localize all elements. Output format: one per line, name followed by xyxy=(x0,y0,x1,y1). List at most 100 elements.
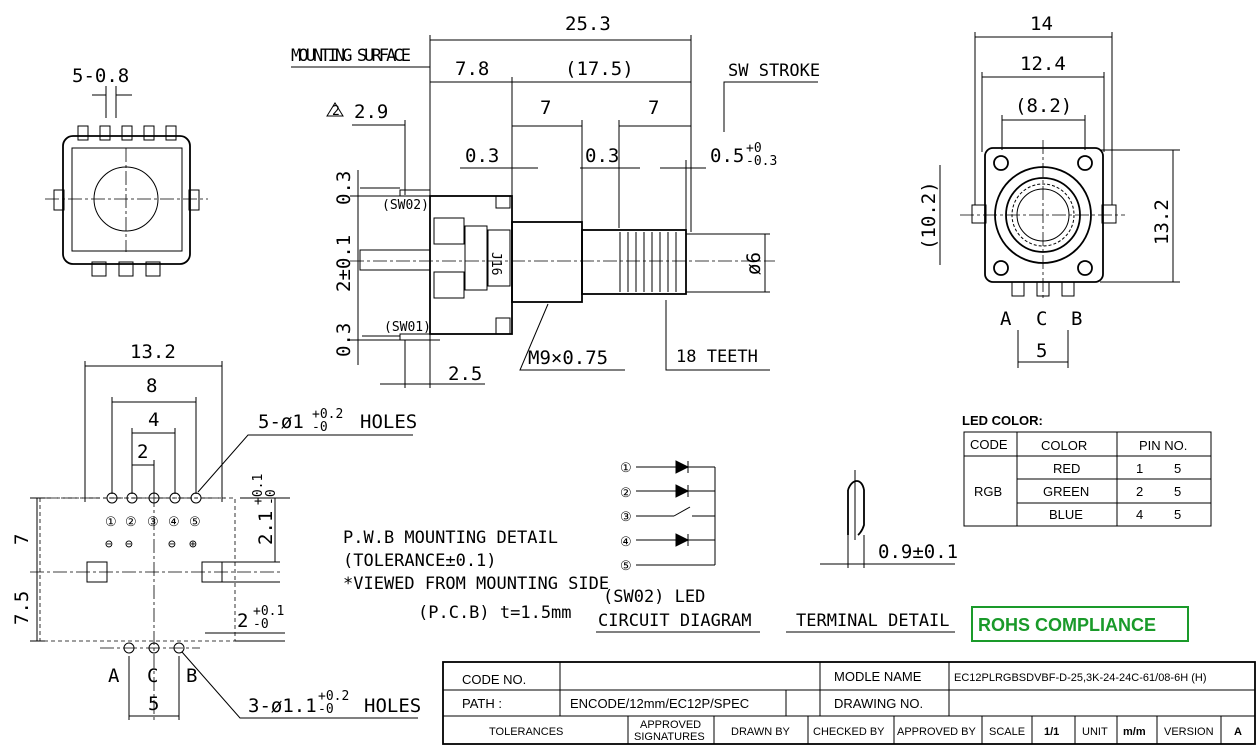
pcb-dim-2-1-tol-upper: +0.1 xyxy=(251,474,266,505)
overall-length-dim: 25.3 xyxy=(565,13,611,35)
scale-value: 1/1 xyxy=(1044,726,1059,738)
pcb-dim-13-2: 13.2 xyxy=(130,341,176,363)
led-row-pin2: 5 xyxy=(1174,484,1181,499)
led-header-pin: PIN NO. xyxy=(1139,438,1187,453)
dim-0-3-a: 0.3 xyxy=(465,145,499,167)
pcb-dim-2b-tol-upper: +0.1 xyxy=(253,604,284,619)
pcb-dim-7-5: 7.5 xyxy=(11,591,33,625)
dim-17-5: (17.5) xyxy=(565,58,634,80)
pcb-dim-2: 2 xyxy=(137,441,148,463)
dim-7-b: 7 xyxy=(648,97,659,119)
drawn-by-label: DRAWN BY xyxy=(731,726,791,738)
front-dim-13-2: 13.2 xyxy=(1151,199,1173,245)
part-marking: J16 xyxy=(488,252,503,275)
shaft-diameter-dim: ø6 xyxy=(743,252,765,275)
pcb-dim-5: 5 xyxy=(148,693,159,715)
pcb-mounting-detail: 13.2 8 4 2 5-ø1 +0.2 -0 HOLES ① ② ③ ④ ⑤ … xyxy=(11,341,421,720)
led-row-pin1: 2 xyxy=(1136,484,1143,499)
circuit-node-1: ① xyxy=(620,461,632,476)
dim-2-5: 2.5 xyxy=(448,363,482,385)
holes-3-label: 3-ø1.1 xyxy=(248,695,317,717)
circuit-node-5: ⑤ xyxy=(620,559,632,574)
note-line-4: (P.C.B) t=1.5mm xyxy=(418,603,572,623)
model-name-label: MODLE NAME xyxy=(834,669,922,684)
mounting-notes: P.W.B MOUNTING DETAIL (TOLERANCE±0.1) *V… xyxy=(343,528,609,623)
led-code-value: RGB xyxy=(974,484,1002,499)
holes-5-tol-upper: +0.2 xyxy=(312,407,343,422)
dim-2-9: 2.9 xyxy=(354,101,388,123)
note-triangle-number: 2 xyxy=(332,104,340,119)
front-view: 14 12.4 (8.2) (10.2) 13.2 xyxy=(918,13,1180,368)
path-value: ENCODE/12mm/EC12P/SPEC xyxy=(570,696,749,711)
terminal-caption: TERMINAL DETAIL xyxy=(796,611,950,631)
pcb-pin-b: B xyxy=(186,665,197,687)
pcb-pin-c: C xyxy=(147,665,158,687)
approved-by-label: APPROVED BY xyxy=(897,726,977,738)
led-row-color: BLUE xyxy=(1049,507,1083,522)
dim-0-5: 0.5 xyxy=(710,145,744,167)
dim-v-0-3-top: 0.3 xyxy=(333,171,355,205)
holes-5-tol-lower: -0 xyxy=(312,420,328,435)
led-row-pin1: 4 xyxy=(1136,507,1143,522)
pcb-polarity-4: ⊖ xyxy=(168,537,176,552)
pcb-dim-2-1: 2.1 xyxy=(255,511,277,545)
led-header-code: CODE xyxy=(970,437,1008,452)
front-dim-12-4: 12.4 xyxy=(1020,53,1066,75)
top-view: 5-0.8 xyxy=(45,65,208,277)
code-no-label: CODE NO. xyxy=(462,672,526,687)
pcb-polarity-2: ⊖ xyxy=(125,537,133,552)
title-block: CODE NO. MODLE NAME EC12PLRGBSDVBF-D-25,… xyxy=(442,661,1256,745)
front-pin-a: A xyxy=(1000,308,1012,330)
holes-3-word: HOLES xyxy=(364,695,421,717)
model-name-value: EC12PLRGBSDVBF-D-25,3K-24-24C-61/08-6H (… xyxy=(954,672,1206,684)
unit-label: UNIT xyxy=(1082,726,1108,738)
dim-v-2: 2±0.1 xyxy=(333,235,355,292)
led-color-title: LED COLOR: xyxy=(962,413,1043,428)
sw-stroke-label: SW STROKE xyxy=(728,61,820,81)
version-label: VERSION xyxy=(1164,726,1214,738)
drawing-no-label: DRAWING NO. xyxy=(834,696,923,711)
terminal-detail: 0.9±0.1 TERMINAL DETAIL xyxy=(786,470,958,633)
pcb-pin-a: A xyxy=(108,665,120,687)
dim-0-5-tol-lower: -0.3 xyxy=(746,154,777,169)
pcb-polarity-1: ⊖ xyxy=(105,537,113,552)
side-view: 25.3 MOUNTING SURFACE 7.8 (17.5) SW STRO… xyxy=(291,13,820,388)
front-dim-10-2: (10.2) xyxy=(918,181,940,250)
checked-by-label: CHECKED BY xyxy=(813,726,885,738)
led-row-pin1: 1 xyxy=(1136,461,1143,476)
pcb-dim-2-1-tol-lower: -0 xyxy=(264,489,279,505)
front-dim-5: 5 xyxy=(1036,340,1047,362)
front-dim-14: 14 xyxy=(1030,13,1053,35)
led-row-color: GREEN xyxy=(1043,484,1089,499)
led-color-table: LED COLOR: CODE COLOR PIN NO. RGB RED 1 … xyxy=(962,413,1212,527)
pcb-polarity-5: ⊕ xyxy=(189,537,197,552)
holes-3-tol-upper: +0.2 xyxy=(318,689,349,704)
pcb-pin-5: ⑤ xyxy=(189,515,201,530)
note-line-2: (TOLERANCE±0.1) xyxy=(343,551,497,571)
scale-label: SCALE xyxy=(989,726,1025,738)
rohs-badge: ROHS COMPLIANCE xyxy=(971,606,1189,642)
version-value: A xyxy=(1234,726,1242,738)
dim-0-3-b: 0.3 xyxy=(585,145,619,167)
circuit-diagram: ① ② ③ ④ ⑤ (SW02) LED CIRCUIT DIAGRAM xyxy=(596,460,760,633)
circuit-node-2: ② xyxy=(620,486,632,501)
led-header-color: COLOR xyxy=(1041,438,1087,453)
dim-v-0-3-bot: 0.3 xyxy=(333,323,355,357)
path-label: PATH : xyxy=(462,696,502,711)
tolerances-label: TOLERANCES xyxy=(489,726,563,738)
note-line-1: P.W.B MOUNTING DETAIL xyxy=(343,528,558,548)
rohs-label: ROHS COMPLIANCE xyxy=(978,615,1156,635)
thread-label: M9×0.75 xyxy=(528,347,608,369)
approved-signatures-line1: APPROVED xyxy=(640,719,701,731)
pcb-pin-2: ② xyxy=(125,515,137,530)
pcb-dim-2b: 2 xyxy=(237,610,248,632)
pcb-pin-4: ④ xyxy=(168,515,180,530)
front-dim-8-2: (8.2) xyxy=(1015,95,1072,117)
unit-value: m/m xyxy=(1123,726,1146,738)
pcb-dim-2b-tol-lower: -0 xyxy=(253,617,269,632)
dim-7-8: 7.8 xyxy=(455,58,489,80)
mounting-surface-label: MOUNTING SURFACE xyxy=(291,46,411,66)
led-row-color: RED xyxy=(1053,461,1080,476)
holes-5-word: HOLES xyxy=(360,411,417,433)
